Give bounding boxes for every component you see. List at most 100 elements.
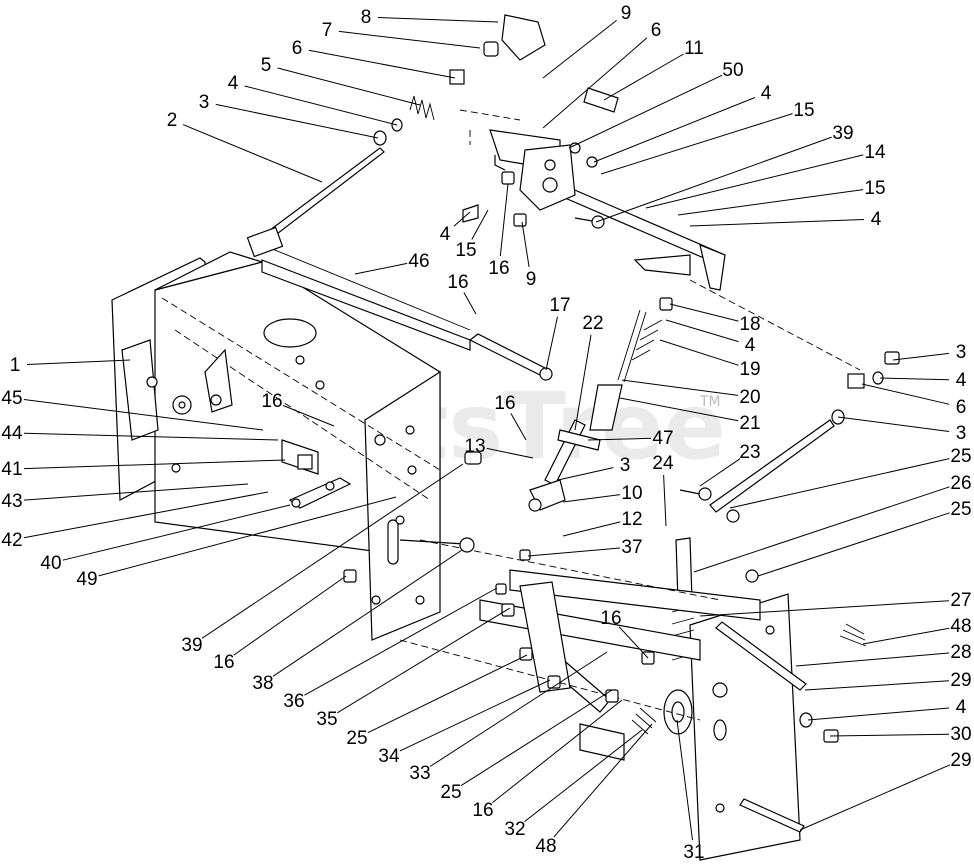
- leader-c5: [277, 67, 421, 106]
- callout-c35: 35: [316, 709, 337, 730]
- callout-c16d: 16: [494, 393, 515, 414]
- leader-c31: [676, 719, 693, 841]
- leader-c29b: [799, 764, 951, 831]
- leader-c24: [663, 474, 667, 527]
- leader-c32: [524, 729, 643, 822]
- leader-c3c: [837, 416, 950, 432]
- callout-c25d: 25: [440, 782, 461, 803]
- callout-c38: 38: [252, 673, 273, 694]
- leader-c45: [23, 399, 264, 431]
- leader-c30: [829, 733, 950, 737]
- callout-c15b: 15: [864, 178, 885, 199]
- leader-c16g: [492, 699, 623, 803]
- leader-c16e: [618, 626, 649, 659]
- leader-c25a: [729, 458, 950, 509]
- callout-c39a: 39: [832, 123, 853, 144]
- callout-c4b: 4: [761, 83, 772, 104]
- callout-c15a: 15: [793, 100, 814, 121]
- callout-c4a: 4: [228, 73, 239, 94]
- callout-c16c: 16: [261, 391, 282, 412]
- callout-c45: 45: [1, 388, 22, 409]
- callout-c7: 7: [322, 20, 333, 41]
- leader-c4c: [689, 219, 865, 227]
- callout-c5: 5: [261, 55, 272, 76]
- leader-c6b: [542, 37, 648, 129]
- callout-c44: 44: [1, 423, 23, 444]
- callout-c39b: 39: [181, 635, 202, 656]
- callout-c43: 43: [1, 491, 22, 512]
- callout-c16f: 16: [213, 652, 234, 673]
- switch-bracket: [281, 439, 352, 509]
- leader-c4b: [593, 97, 756, 163]
- leader-c25d: [460, 689, 613, 787]
- leader-c18: [669, 303, 739, 322]
- callout-c25c: 25: [346, 728, 367, 749]
- leader-c42: [23, 491, 269, 539]
- callout-c25b: 25: [950, 499, 971, 520]
- callout-c6a: 6: [292, 38, 303, 59]
- callout-c37: 37: [621, 537, 642, 558]
- callout-c20: 20: [739, 387, 760, 408]
- leader-c8: [377, 17, 499, 23]
- callout-c3d: 3: [620, 455, 631, 476]
- leader-c49: [98, 496, 397, 577]
- callout-c3a: 3: [199, 92, 210, 113]
- leader-c44: [23, 432, 279, 441]
- callout-c19: 19: [739, 359, 760, 380]
- leader-c4d: [453, 211, 471, 227]
- leader-lines: [23, 17, 951, 841]
- leader-c38: [272, 549, 463, 677]
- leader-c15a: [600, 113, 793, 175]
- callout-c34: 34: [378, 746, 400, 767]
- callout-c23: 23: [739, 442, 760, 463]
- callout-c9a: 9: [621, 3, 632, 24]
- callout-c41: 41: [1, 459, 22, 480]
- leader-c6c: [861, 383, 950, 405]
- callout-c50: 50: [722, 60, 743, 81]
- callout-c4f: 4: [956, 370, 967, 391]
- leader-c48a: [862, 627, 950, 645]
- callout-c48b: 48: [535, 836, 556, 857]
- leader-c19: [659, 339, 739, 366]
- callout-c13: 13: [464, 436, 485, 457]
- leader-c4a: [244, 85, 398, 126]
- leader-c16c: [282, 405, 335, 427]
- callout-c16b: 16: [447, 272, 468, 293]
- callout-c36: 36: [283, 691, 304, 712]
- callout-c40: 40: [40, 553, 61, 574]
- leader-c43: [23, 483, 249, 501]
- leader-c48b: [553, 723, 653, 838]
- leader-c28: [795, 652, 950, 667]
- callout-c4d: 4: [440, 224, 451, 245]
- callout-c1: 1: [10, 355, 21, 376]
- leader-c15b: [677, 189, 864, 216]
- leader-c23: [699, 458, 741, 487]
- callout-c8: 8: [361, 7, 372, 28]
- leader-c41: [23, 459, 286, 470]
- callout-c14: 14: [864, 142, 886, 163]
- leader-c26: [693, 486, 950, 573]
- callout-c24: 24: [652, 453, 674, 474]
- leader-c9b: [521, 221, 530, 268]
- callout-c18: 18: [739, 314, 760, 335]
- callout-c48a: 48: [950, 616, 971, 637]
- leader-c3a: [215, 103, 379, 139]
- callout-c2: 2: [167, 110, 178, 131]
- callout-c6c: 6: [956, 397, 967, 418]
- leader-c4g: [807, 707, 950, 721]
- leader-c11: [603, 53, 684, 101]
- right-control-rod: [679, 351, 900, 583]
- leader-c36: [304, 587, 498, 696]
- leader-c13: [486, 447, 534, 459]
- callout-c32: 32: [504, 819, 525, 840]
- leader-c4e: [665, 319, 739, 343]
- callout-c12: 12: [621, 509, 642, 530]
- callout-c4e: 4: [745, 335, 756, 356]
- leader-c14: [645, 154, 864, 209]
- leader-c40: [62, 504, 291, 561]
- callout-c47: 47: [652, 428, 673, 449]
- callout-c30: 30: [950, 724, 971, 745]
- leader-c16f: [233, 575, 347, 656]
